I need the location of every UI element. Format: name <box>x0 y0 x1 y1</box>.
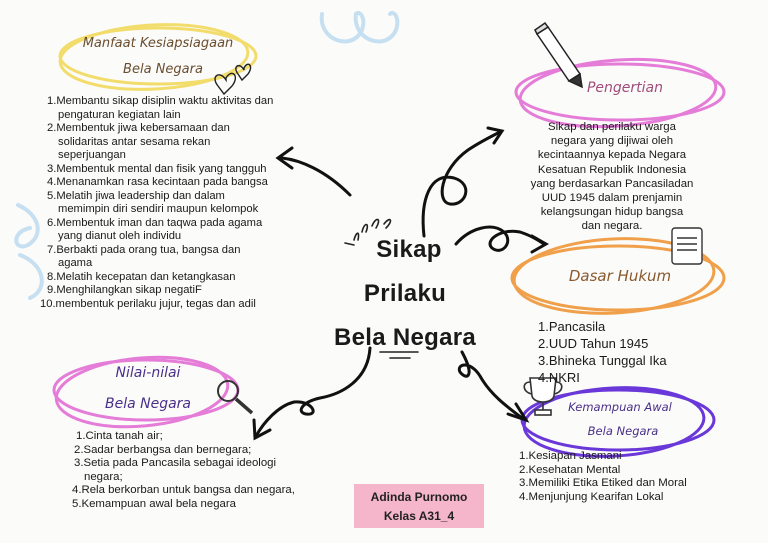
pengertian-line: Sikap dan perilaku warga <box>548 121 676 133</box>
list-item: solidaritas antar sesama rekan <box>58 135 211 148</box>
pink-scribble-circle <box>514 57 726 129</box>
pengertian-line: Kesatuan Republik Indonesia <box>537 163 687 176</box>
list-item: memimpin diri sendiri maupun kelompok <box>58 203 259 215</box>
pengertian-text: Sikap dan perilaku warga negara yang dij… <box>512 120 712 234</box>
list-item: 1.Membantu sikap disiplin waktu aktivita… <box>47 95 274 107</box>
blue-loop-decoration <box>14 11 400 300</box>
list-item: pengaturan kegiatan lain <box>58 108 181 121</box>
author-class: Kelas A31_4 <box>383 509 455 523</box>
author-credit-box: Adinda Purnomo Kelas A31_4 <box>354 484 484 528</box>
pengertian-line: kelangsungan hidup bangsa <box>540 206 684 219</box>
author-name: Adinda Purnomo <box>370 490 468 504</box>
pengertian-heading: Pengertian <box>586 80 663 96</box>
pengertian-line: dan negara. <box>581 220 643 233</box>
list-item: 9.Menghilangkan sikap negatiF <box>47 284 202 296</box>
pencil-icon <box>534 21 583 89</box>
connector-arrows <box>252 126 550 441</box>
magnifier-icon <box>217 380 254 415</box>
list-item: 5.Melatih jiwa leadership dan dalam <box>47 189 225 202</box>
center-title-line1: Sikap <box>376 236 442 263</box>
notebook-icon <box>671 227 703 265</box>
dasar-hukum-list: 1.Pancasila 2.UUD Tahun 1945 3.Bhineka T… <box>538 318 718 386</box>
list-item: 1.Pancasila <box>538 319 606 334</box>
pengertian-line: UUD 1945 dalam prenjamin <box>541 192 683 205</box>
hearts-icon <box>214 63 252 96</box>
manfaat-heading-line2: Bela Negara <box>123 62 203 77</box>
list-item: 6.Membentuk iman dan taqwa pada agama <box>47 216 263 229</box>
center-title: Sikap Prilaku Bela Negara <box>310 228 500 360</box>
list-item: 3.Bhineka Tunggal Ika <box>538 353 667 368</box>
list-item: 2.UUD Tahun 1945 <box>538 336 649 351</box>
nilai-heading: Nilai-nilai Bela Negara <box>88 365 208 413</box>
list-item: yang dianut oleh individu <box>58 230 182 242</box>
list-item: seperjuangan <box>58 149 126 161</box>
nilai-heading-line2: Bela Negara <box>104 396 192 412</box>
list-item: 10.membentuk perilaku jujur, tegas dan a… <box>40 297 256 310</box>
title-underline <box>379 351 419 359</box>
nilai-list: 1.Cinta tanah air; 2.Sadar berbangsa dan… <box>70 430 360 512</box>
list-item: 4.Rela berkorban untuk bangsa dan negara… <box>72 484 295 497</box>
trophy-icon <box>523 377 563 416</box>
list-item: 1.Cinta tanah air; <box>76 430 163 442</box>
yellow-scribble-circle <box>58 23 258 91</box>
list-item: 3.Membentuk mental dan fisik yang tanggu… <box>47 162 267 175</box>
manfaat-heading: Manfaat Kesiapsiagaan Bela Negara <box>70 35 246 78</box>
kemampuan-heading: Kemampuan Awal Bela Negara <box>560 400 680 438</box>
list-item: agama <box>58 257 93 269</box>
center-title-line2: Prilaku <box>363 280 447 307</box>
nilai-heading-line1: Nilai-nilai <box>115 365 181 381</box>
list-item: 1.Kesiapan Jasmani <box>519 450 622 462</box>
pengertian-line: yang berdasarkan Pancasiladan <box>530 177 694 190</box>
kemampuan-list: 1.Kesiapan Jasmani 2.Kesehatan Mental 3.… <box>519 450 739 504</box>
sparkle-marks <box>344 218 392 246</box>
list-item: 2.Sadar berbangsa dan bernegara; <box>74 443 252 456</box>
manfaat-list: 1.Membantu sikap disiplin waktu aktivita… <box>40 95 340 311</box>
list-item: 7.Berbakti pada orang tua, bangsa dan <box>47 243 241 256</box>
kemampuan-heading-line1: Kemampuan Awal <box>568 400 672 414</box>
list-item: 4.NKRI <box>538 370 580 385</box>
pengertian-line: kecintaannya kepada Negara <box>537 149 687 162</box>
manfaat-heading-line1: Manfaat Kesiapsiagaan <box>82 36 234 51</box>
list-item: 4.Menanamkan rasa kecintaan pada bangsa <box>47 176 268 188</box>
center-title-line3: Bela Negara <box>333 324 477 351</box>
kemampuan-heading-line2: Bela Negara <box>587 424 659 438</box>
list-item: negara; <box>84 470 123 483</box>
orange-scribble-circle <box>510 237 726 315</box>
list-item: 2.Kesehatan Mental <box>519 463 621 476</box>
dasar-hukum-heading: Dasar Hukum <box>568 267 672 285</box>
list-item: 8.Melatih kecepatan dan ketangkasan <box>47 270 236 283</box>
list-item: 3.Setia pada Pancasila sebagai ideologi <box>74 457 277 470</box>
list-item: 5.Kemampuan awal bela negara <box>72 497 237 510</box>
list-item: 4.Menjunjung Kearifan Lokal <box>519 490 664 503</box>
list-item: 2.Membentuk jiwa kebersamaan dan <box>47 122 230 134</box>
list-item: 3.Memiliki Etika Etiked dan Moral <box>519 477 687 490</box>
pengertian-line: negara yang dijiwai oleh <box>550 135 674 148</box>
